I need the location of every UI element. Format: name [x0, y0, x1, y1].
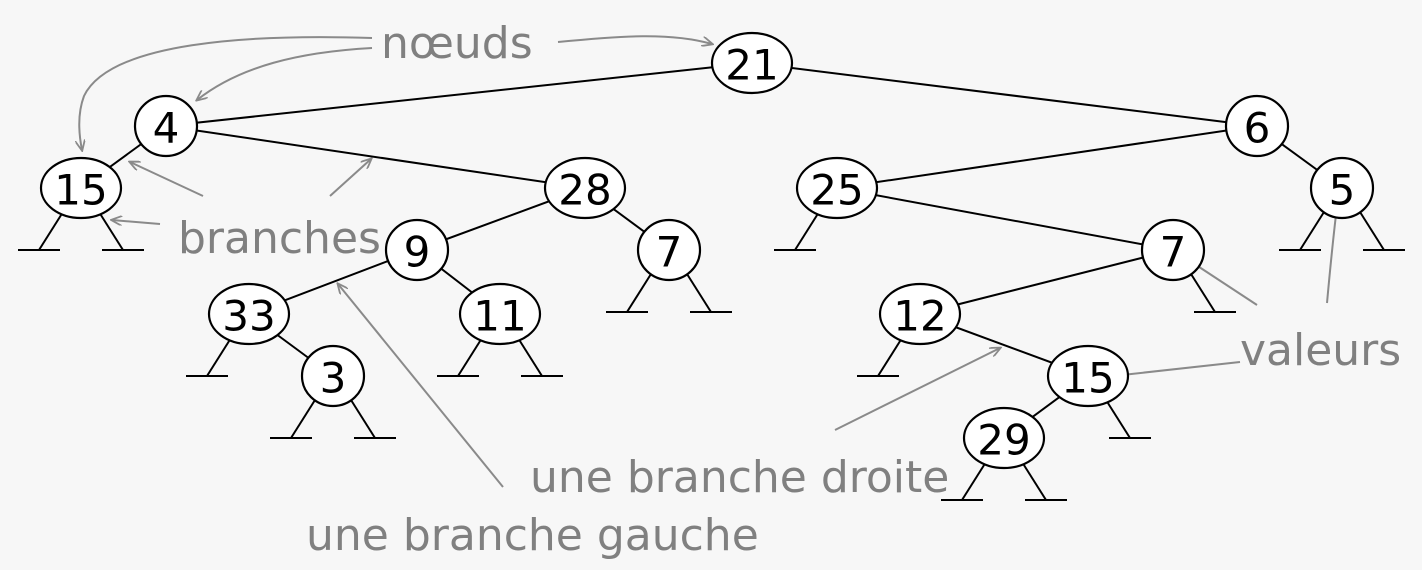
tree-edge: [836, 187, 1174, 251]
empty-subtree-marker: [774, 211, 820, 251]
empty-subtree-marker: [1279, 211, 1325, 251]
node-value: 5: [1329, 166, 1356, 215]
node-value: 15: [1061, 354, 1114, 403]
empty-subtree-marker: [517, 337, 563, 377]
node-value: 7: [656, 228, 683, 277]
values-arrow-to-node-15: [1113, 361, 1241, 376]
node-circle: [1224, 94, 1290, 158]
node-circle: [384, 218, 450, 282]
empty-subtree-marker: [686, 273, 732, 313]
tree-node: 3: [300, 344, 366, 408]
tree-node: 12: [878, 282, 962, 346]
node-value: 4: [153, 104, 180, 153]
empty-subtree-marker: [1359, 211, 1405, 251]
right-branch-arrow: [834, 348, 1000, 431]
tree-edge: [751, 62, 1258, 127]
node-circle: [710, 31, 794, 95]
node-value: 6: [1244, 104, 1271, 153]
tree-node: 25: [795, 156, 879, 220]
node-value: 25: [810, 166, 863, 215]
branches-arrow-to-edge-4-15: [130, 162, 204, 197]
branches-arrow-to-edge-15-leaf: [112, 220, 161, 224]
right-branch-label: une branche droite: [530, 452, 949, 503]
annotation-labels: nœuds branches valeurs une branche droit…: [178, 18, 1401, 561]
node-value: 33: [222, 292, 275, 341]
node-circle: [300, 344, 366, 408]
empty-subtree-marker: [437, 337, 483, 377]
node-value: 29: [977, 416, 1030, 465]
annotation-arrows: [79, 35, 1338, 488]
node-circle: [543, 156, 627, 220]
tree-node: 15: [1046, 344, 1130, 408]
nodes-arrow-to-node-15: [79, 36, 373, 150]
node-circle: [1309, 156, 1375, 220]
node-circle: [1046, 344, 1130, 408]
empty-subtree-marker: [1105, 399, 1151, 439]
node-circle: [207, 282, 291, 346]
empty-subtree-marker: [1021, 461, 1067, 501]
tree-node: 7: [1140, 218, 1206, 282]
node-value: 3: [320, 354, 347, 403]
tree-edge: [836, 125, 1258, 189]
node-circle: [636, 218, 702, 282]
empty-subtree-marker: [941, 461, 987, 501]
branches-arrow-to-edge-4-28: [329, 159, 371, 197]
node-value: 11: [473, 292, 526, 341]
node-value: 9: [404, 228, 431, 277]
tree-node: 28: [543, 156, 627, 220]
node-circle: [39, 156, 123, 220]
node-value: 15: [54, 166, 107, 215]
node-circle: [878, 282, 962, 346]
empty-subtree-marker: [186, 337, 232, 377]
nodes-arrow-to-node-4: [197, 47, 373, 100]
nodes-label: nœuds: [381, 18, 533, 69]
nodes-arrow-to-root: [557, 35, 712, 44]
left-branch-arrow: [338, 284, 504, 488]
tree-edge: [165, 62, 753, 127]
node-circle: [133, 94, 199, 158]
tree-node: 33: [207, 282, 291, 346]
tree-node: 6: [1224, 94, 1290, 158]
node-circle: [795, 156, 879, 220]
tree-nodes: 21 4 6 15 28 25 5 9 7 7 33 11 12 3 15 29: [39, 31, 1375, 470]
empty-subtree-marker: [98, 211, 144, 251]
tree-node: 21: [710, 31, 794, 95]
tree-edge: [919, 249, 1174, 315]
tree-node: 7: [636, 218, 702, 282]
tree-node: 15: [39, 156, 123, 220]
tree-node: 9: [384, 218, 450, 282]
node-value: 12: [893, 292, 946, 341]
empty-subtree-marker: [606, 273, 652, 313]
empty-subtree-marker: [270, 399, 316, 439]
values-label: valeurs: [1240, 325, 1401, 376]
branches-label: branches: [178, 213, 381, 264]
tree-node: 29: [962, 406, 1046, 470]
empty-subtree-marker: [350, 399, 396, 439]
tree-edge: [165, 125, 586, 189]
node-circle: [962, 406, 1046, 470]
node-value: 21: [725, 41, 778, 90]
empty-subtree-marker: [18, 211, 64, 251]
tree-node: 5: [1309, 156, 1375, 220]
node-value: 7: [1160, 228, 1187, 277]
node-circle: [458, 282, 542, 346]
empty-subtree-marker: [857, 337, 903, 377]
node-circle: [1140, 218, 1206, 282]
left-branch-label: une branche gauche: [306, 510, 759, 561]
tree-node: 11: [458, 282, 542, 346]
empty-subtrees: [18, 211, 1405, 501]
node-value: 28: [558, 166, 611, 215]
tree-node: 4: [133, 94, 199, 158]
empty-subtree-marker: [1190, 273, 1236, 313]
